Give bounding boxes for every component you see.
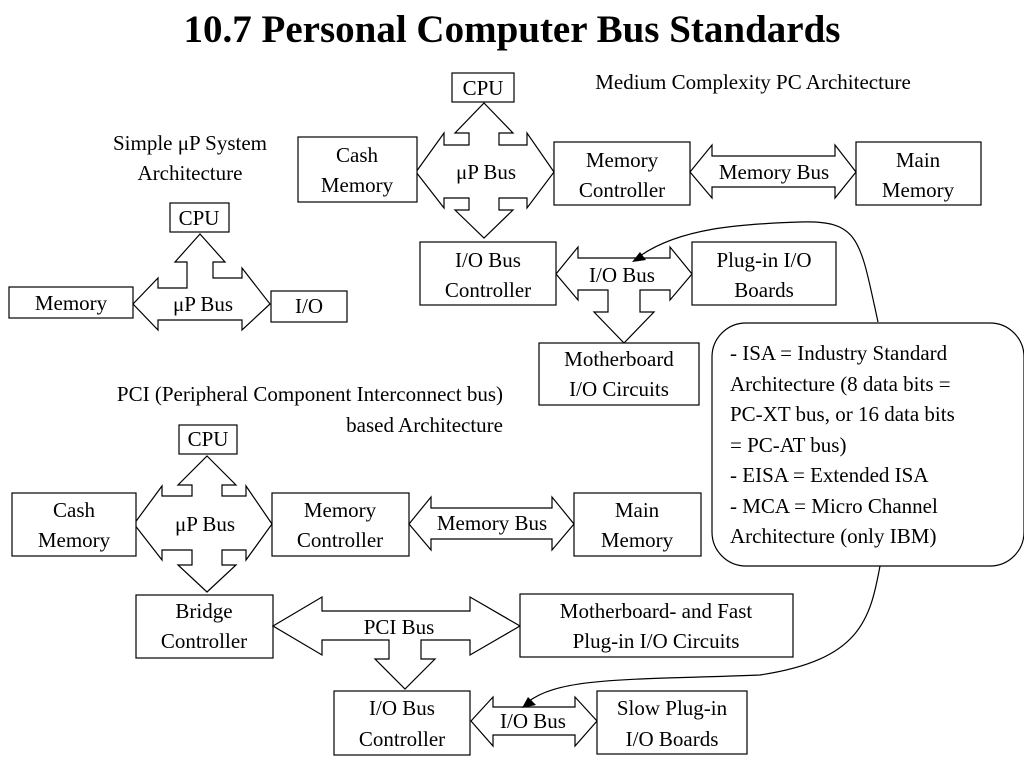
pci-main-memory-box — [573, 492, 702, 557]
medium-plugin-box — [691, 241, 837, 306]
medium-memctrl-line1: Memory — [586, 148, 659, 172]
simple-memory-box — [8, 286, 134, 319]
pci-slow-io-line2: I/O Boards — [626, 727, 719, 751]
pci-bus-arrow — [271, 595, 522, 690]
medium-up-bus-arrow — [415, 102, 555, 239]
medium-cpu-label: CPU — [463, 76, 504, 100]
callout-box — [711, 322, 1024, 567]
medium-motherboard-box — [538, 342, 700, 406]
pci-memctrl-line2: Controller — [297, 528, 383, 552]
slide-title: 10.7 Personal Computer Bus Standards — [183, 8, 841, 51]
medium-cache-line2: Memory — [321, 173, 394, 197]
medium-memctrl-line2: Controller — [579, 178, 665, 202]
medium-iobus-controller-box — [419, 241, 557, 306]
pci-cpu-label: CPU — [188, 427, 229, 451]
medium-main-memory-box — [855, 141, 982, 206]
medium-plugin-line1: Plug-in I/O — [716, 248, 811, 272]
pci-cache-line1: Cash — [53, 498, 96, 522]
simple-cpu-label: CPU — [179, 206, 220, 230]
callout-arrowhead-bottom — [522, 697, 536, 708]
medium-motherboard-line2: I/O Circuits — [569, 377, 669, 401]
pci-iobus-controller-box — [333, 690, 471, 756]
medium-main-memory-line2: Memory — [882, 178, 955, 202]
callout-line2: Architecture (8 data bits = — [730, 372, 951, 396]
simple-up-bus-arrow — [132, 233, 271, 332]
medium-up-bus-label: μP Bus — [456, 160, 516, 184]
medium-memctrl-box — [553, 141, 691, 206]
pci-caption-line2: based Architecture — [346, 413, 503, 437]
callout-line7: Architecture (only IBM) — [730, 524, 936, 548]
callout-line4: = PC-AT bus) — [730, 433, 846, 457]
pci-main-memory-line1: Main — [615, 498, 660, 522]
medium-main-memory-line1: Main — [896, 148, 941, 172]
pci-slow-io-line1: Slow Plug-in — [617, 696, 728, 720]
medium-plugin-line2: Boards — [734, 278, 794, 302]
medium-cache-box — [297, 136, 418, 203]
pci-up-bus-arrow — [133, 455, 273, 593]
medium-motherboard-line1: Motherboard — [564, 347, 674, 371]
simple-cpu-box — [169, 202, 230, 233]
pci-bridge-line1: Bridge — [175, 599, 232, 623]
pci-architecture: PCI (Peripheral Component Interconnect b… — [11, 382, 794, 756]
simple-caption-line2: Architecture — [138, 161, 243, 185]
simple-io-label: I/O — [295, 294, 323, 318]
pci-fast-io-line1: Motherboard- and Fast — [560, 599, 753, 623]
pci-fast-io-box — [519, 593, 794, 658]
medium-iobus-controller-line1: I/O Bus — [455, 248, 521, 272]
medium-cpu-box — [451, 72, 515, 103]
pci-bridge-line2: Controller — [161, 629, 247, 653]
pci-memory-bus-label: Memory Bus — [437, 511, 547, 535]
callout-line6: - MCA = Micro Channel — [730, 494, 938, 518]
medium-cache-line1: Cash — [336, 143, 379, 167]
medium-io-bus-arrow — [555, 245, 693, 344]
pci-cache-line2: Memory — [38, 528, 111, 552]
simple-caption-line1: Simple μP System — [113, 131, 267, 155]
pci-caption-line1: PCI (Peripheral Component Interconnect b… — [117, 382, 503, 406]
pci-memctrl-box — [271, 492, 410, 557]
pci-bus-label: PCI Bus — [364, 615, 435, 639]
pci-iobus-controller-line2: Controller — [359, 727, 445, 751]
simple-io-box — [270, 290, 348, 323]
pci-slow-io-box — [596, 690, 748, 755]
medium-architecture: Medium Complexity PC Architecture μP Bus… — [297, 70, 982, 406]
pci-cpu-box — [178, 424, 238, 455]
simple-architecture: Simple μP System Architecture μP Bus CPU… — [8, 131, 348, 332]
medium-io-bus-label: I/O Bus — [589, 263, 655, 287]
pci-fast-io-line2: Plug-in I/O Circuits — [573, 629, 740, 653]
pci-up-bus-label: μP Bus — [175, 512, 235, 536]
callout-line3: PC-XT bus, or 16 data bits — [730, 402, 955, 426]
medium-memory-bus-label: Memory Bus — [719, 160, 829, 184]
pci-main-memory-line2: Memory — [601, 528, 674, 552]
pci-iobus-controller-line1: I/O Bus — [369, 696, 435, 720]
simple-memory-label: Memory — [35, 291, 108, 315]
callout-arrowhead-top — [632, 252, 646, 262]
pci-bridge-box — [135, 594, 274, 659]
callout-line5: - EISA = Extended ISA — [730, 463, 929, 487]
pci-io-bus-label: I/O Bus — [500, 709, 566, 733]
simple-up-bus-label: μP Bus — [173, 292, 233, 316]
pci-memctrl-line1: Memory — [304, 498, 377, 522]
medium-iobus-controller-line2: Controller — [445, 278, 531, 302]
medium-caption: Medium Complexity PC Architecture — [595, 70, 911, 94]
pci-cache-box — [11, 492, 137, 557]
callout-connector-bottom — [527, 565, 881, 703]
callout-connector-top — [639, 221, 879, 323]
isa-callout: - ISA = Industry Standard Architecture (… — [522, 221, 1024, 708]
callout-line1: - ISA = Industry Standard — [730, 341, 948, 365]
